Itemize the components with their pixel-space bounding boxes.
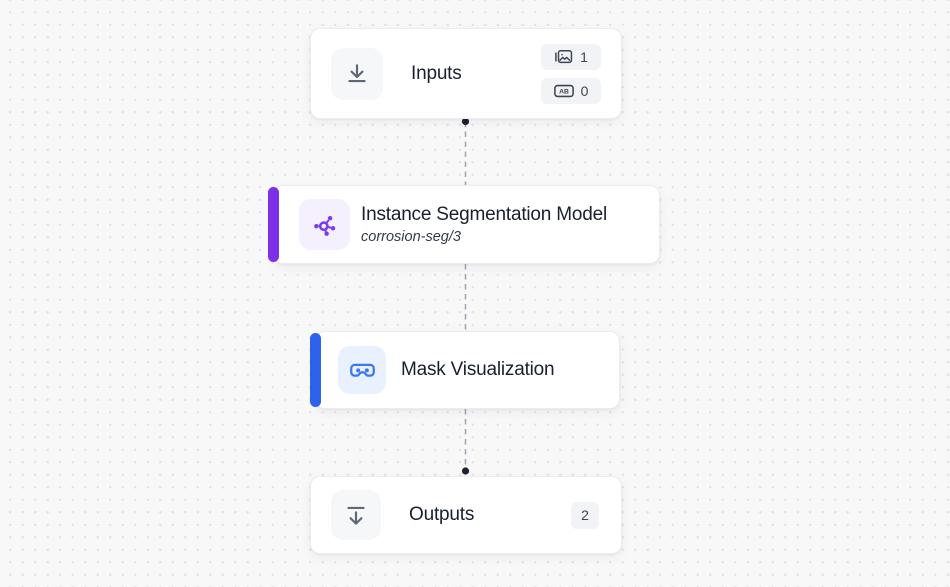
- model-graph-icon: [299, 199, 350, 250]
- text-parameter-icon: AB: [553, 84, 574, 97]
- node-title: Outputs: [409, 504, 475, 525]
- model-text: Instance Segmentation Model corrosion-se…: [361, 204, 607, 245]
- port-outputs-input[interactable]: [461, 467, 470, 475]
- image-count-value: 1: [580, 48, 588, 65]
- node-instance-segmentation-model[interactable]: Instance Segmentation Model corrosion-se…: [268, 185, 660, 264]
- input-badges: 1 AB 0: [541, 43, 601, 104]
- upload-tray-icon: [331, 490, 381, 540]
- outputs-count-value: 2: [581, 507, 589, 523]
- node-title: Inputs: [411, 62, 462, 84]
- images-icon: [555, 49, 573, 63]
- port-inputs-output[interactable]: [461, 117, 470, 126]
- parameter-count-badge: AB 0: [541, 77, 601, 104]
- model-accent-bar: [268, 187, 279, 262]
- ab-glyph: AB: [559, 88, 569, 95]
- node-outputs[interactable]: Outputs 2: [310, 476, 622, 554]
- parameter-count-value: 0: [580, 82, 589, 99]
- download-tray-icon: [331, 47, 383, 100]
- model-version-subtitle: corrosion-seg/3: [361, 229, 461, 245]
- maskviz-accent-bar: [310, 333, 321, 407]
- outputs-count-badge: 2: [571, 501, 599, 529]
- node-title: Mask Visualization: [401, 359, 555, 380]
- goggles-icon: [338, 346, 386, 394]
- image-count-badge: 1: [541, 43, 601, 70]
- node-mask-visualization[interactable]: Mask Visualization: [310, 331, 620, 409]
- node-title: Instance Segmentation Model: [361, 204, 607, 225]
- node-inputs[interactable]: Inputs 1 AB 0: [310, 28, 622, 119]
